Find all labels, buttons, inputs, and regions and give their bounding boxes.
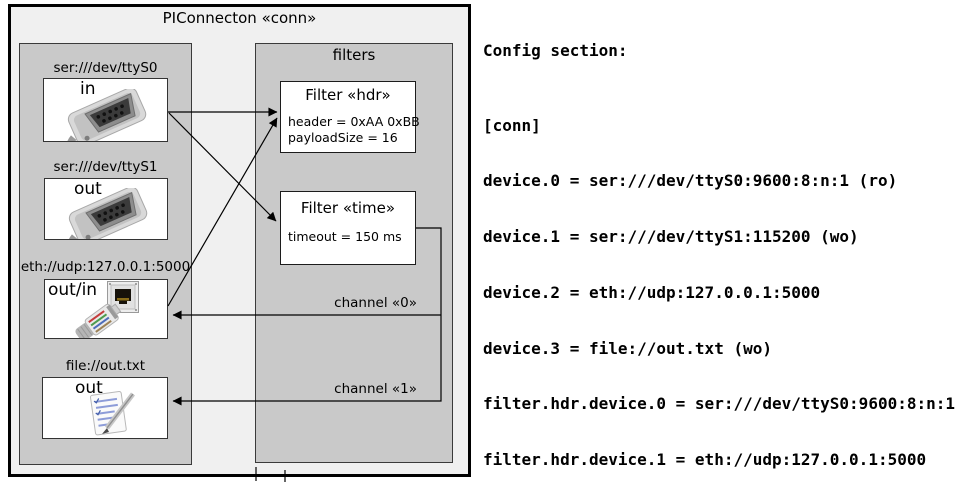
- device-direction: in: [80, 79, 96, 99]
- device-box-file: out: [42, 377, 168, 439]
- diagram-title: PIConnecton «conn»: [162, 9, 317, 27]
- device-box-ttys1: out: [44, 178, 168, 240]
- device-label-eth: eth://udp:127.0.0.1:5000: [20, 259, 191, 275]
- device-box-eth: out/in: [44, 279, 168, 339]
- device-direction: out: [75, 378, 103, 398]
- config-section: Config section: [conn] device.0 = ser://…: [483, 5, 964, 484]
- config-line: filter.hdr.device.1 = eth://udp:127.0.0.…: [483, 450, 927, 470]
- connection-diagram: PIConnecton «conn» filters ser:///dev/tt…: [0, 0, 480, 484]
- device-direction: out: [74, 179, 102, 199]
- filter-attr: payloadSize = 16: [288, 130, 398, 145]
- filter-title: Filter «time»: [300, 199, 396, 217]
- filter-attr: timeout = 150 ms: [288, 229, 402, 244]
- config-line: device.3 = file://out.txt (wo): [483, 338, 772, 358]
- device-direction: out/in: [48, 280, 98, 300]
- config-line: [conn]: [483, 115, 541, 135]
- config-line: device.2 = eth://udp:127.0.0.1:5000: [483, 282, 821, 302]
- device-box-ttys0: in: [43, 78, 168, 142]
- filter-title: Filter «hdr»: [305, 86, 391, 104]
- channel-0-label: channel «0»: [334, 295, 417, 311]
- filter-box-time: Filter «time» timeout = 150 ms: [280, 191, 416, 265]
- device-label-ttys1: ser:///dev/ttyS1: [53, 159, 158, 175]
- channel-1-label: channel «1»: [334, 381, 417, 397]
- filters-panel-title: filters: [332, 46, 376, 64]
- document-pen-icon: [90, 391, 135, 436]
- config-heading: Config section:: [483, 41, 628, 61]
- device-label-ttys0: ser:///dev/ttyS0: [53, 60, 158, 76]
- filter-attr: header = 0xAA 0xBB: [288, 114, 420, 129]
- device-label-file: file://out.txt: [65, 358, 146, 374]
- config-line: device.0 = ser:///dev/ttyS0:9600:8:n:1 (…: [483, 171, 898, 191]
- serial-connector-icon: [66, 188, 148, 239]
- config-line: filter.hdr.device.0 = ser:///dev/ttyS0:9…: [483, 394, 956, 414]
- filter-box-hdr: Filter «hdr» header = 0xAA 0xBB payloadS…: [280, 81, 420, 153]
- serial-connector-icon: [65, 89, 147, 141]
- ethernet-plug-icon: [75, 303, 122, 338]
- config-line: device.1 = ser:///dev/ttyS1:115200 (wo): [483, 227, 859, 247]
- ethernet-jack-icon: [107, 281, 139, 313]
